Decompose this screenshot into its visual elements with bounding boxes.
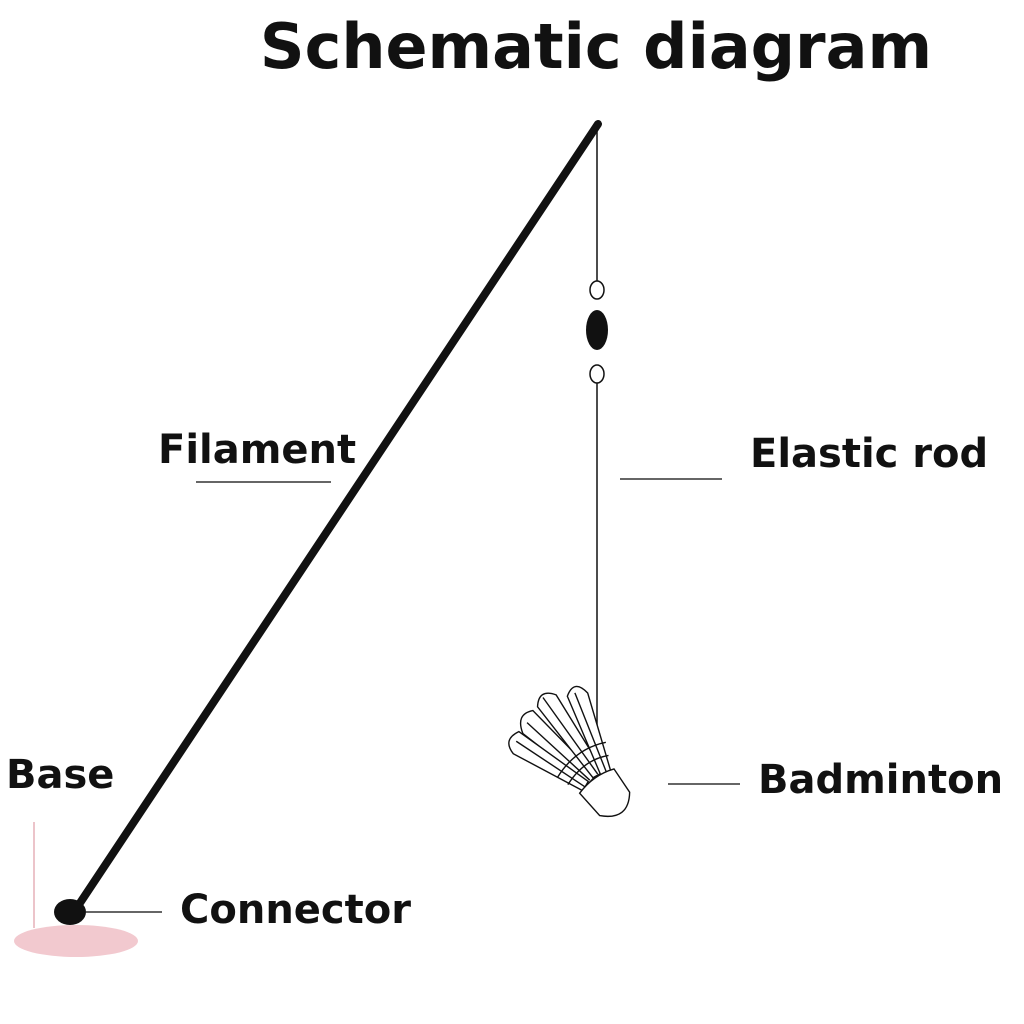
filament-rod bbox=[68, 120, 602, 919]
label-connector: Connector bbox=[180, 887, 411, 933]
base-shadow bbox=[14, 925, 138, 957]
shuttlecock-icon bbox=[508, 685, 631, 818]
diagram-title: Schematic diagram bbox=[260, 10, 932, 83]
label-badminton: Badminton bbox=[758, 757, 1003, 803]
connector-ball bbox=[54, 899, 86, 925]
swivel-ring-upper bbox=[589, 280, 605, 300]
label-filament: Filament bbox=[158, 427, 356, 473]
swivel-ring-lower bbox=[589, 364, 605, 384]
label-elastic-rod: Elastic rod bbox=[750, 431, 988, 477]
label-base: Base bbox=[6, 752, 114, 798]
swivel-weight bbox=[586, 310, 608, 350]
